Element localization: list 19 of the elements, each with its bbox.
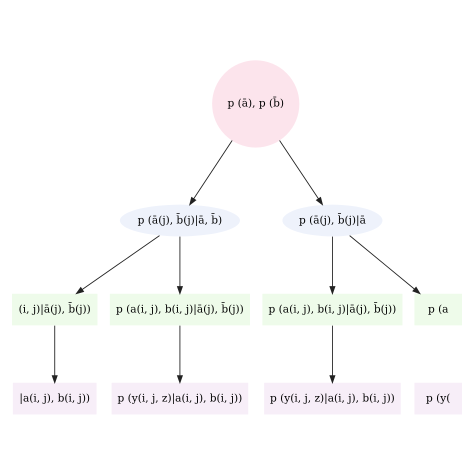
arrow (176, 236, 183, 294)
arrow (279, 140, 324, 206)
arrow (349, 234, 421, 294)
node-box: p (y(i, j, z)|a(i, j), b(i, j)) (264, 382, 401, 414)
node-box: p (a(i, j), b(i, j)|ā(j), b̄(j)) (110, 293, 250, 325)
node-box: |a(i, j), b(i, j)) (12, 382, 97, 414)
node-box: (i, j)|ā(j), b̄(j)) (12, 293, 98, 325)
node-ellipse: p (ā(j), b̄(j)|ā, b̄) (120, 204, 240, 236)
node-circle: p (ā), p (b̄) (212, 60, 300, 148)
arrow (52, 324, 58, 384)
node-box: p (a(i, j), b(i, j)|ā(j), b̄(j)) (262, 293, 403, 325)
arrow (176, 324, 183, 384)
node-box: p (y(i, j, z)|a(i, j), b(i, j)) (112, 382, 248, 414)
arrow (189, 140, 233, 206)
arrow (329, 236, 336, 294)
arrow (75, 234, 160, 294)
node-ellipse: p (ā(j), b̄(j)|ā (282, 204, 382, 236)
node-box: p (a (414, 293, 462, 325)
arrow (329, 324, 336, 384)
